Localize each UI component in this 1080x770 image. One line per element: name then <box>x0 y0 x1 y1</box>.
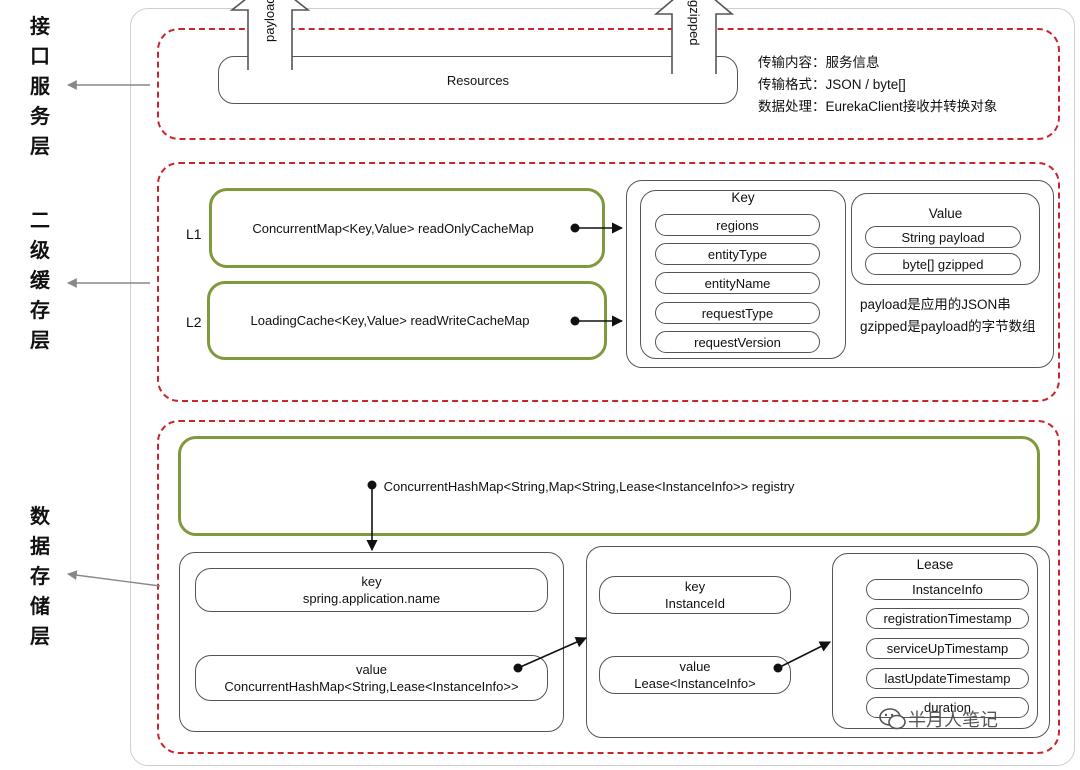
value-field-label: String payload <box>901 229 985 245</box>
lease-field: InstanceInfo <box>866 579 1029 600</box>
inner-value-type: Lease<InstanceInfo> <box>634 676 756 691</box>
inner-key-value: InstanceId <box>665 596 725 611</box>
lease-field-label: lastUpdateTimestamp <box>884 671 1011 686</box>
registry-map: ConcurrentHashMap<String,Map<String,Leas… <box>178 436 1040 536</box>
lease-title: Lease <box>916 557 954 572</box>
value-notes: payload是应用的JSON串 gzipped是payload的字节数组 <box>860 294 1036 338</box>
transport-note: 传输格式：JSON / byte[] <box>758 77 906 92</box>
lease-field-label: registrationTimestamp <box>883 611 1012 626</box>
lease-field-label: serviceUpTimestamp <box>886 641 1009 656</box>
gzipped-arrow <box>653 0 735 74</box>
key-field-label: requestType <box>701 305 774 321</box>
registry-map-label: ConcurrentHashMap<String,Map<String,Leas… <box>383 478 795 494</box>
l1-label: L1 <box>186 226 202 242</box>
transport-notes: 传输内容：服务信息 传输格式：JSON / byte[] 数据处理：Eureka… <box>758 52 997 118</box>
watermark: 半月人笔记 <box>878 706 998 732</box>
readonly-cache-map-label: ConcurrentMap<Key,Value> readOnlyCacheMa… <box>252 220 534 236</box>
inner-key-label: key <box>684 579 706 594</box>
storage-pointer <box>67 570 161 587</box>
key-field-label: regions <box>716 217 759 233</box>
key-field: requestType <box>655 302 820 324</box>
outer-key-label: key <box>361 574 382 589</box>
payload-arrow <box>229 0 311 70</box>
gzipped-arrow-label: gzipped <box>687 0 702 46</box>
outer-value-arrow <box>517 636 588 669</box>
layer-label-cache: 二级缓存层 <box>30 210 50 352</box>
lease-field: duration <box>866 697 1029 718</box>
lease-field-label: duration <box>924 700 971 715</box>
payload-arrow-label: payload <box>262 0 277 42</box>
value-field-label: byte[] gzipped <box>902 256 984 272</box>
watermark-text: 半月人笔记 <box>908 710 998 730</box>
diagram-frame <box>130 8 1075 766</box>
resources-label: Resources <box>446 72 510 88</box>
value-field: String payload <box>865 226 1021 248</box>
lease-field: registrationTimestamp <box>866 608 1029 629</box>
value-note: gzipped是payload的字节数组 <box>860 319 1036 334</box>
outer-key-box: key spring.application.name <box>195 568 548 612</box>
layer-label-interface: 接口服务层 <box>30 16 50 158</box>
outer-value-label: value <box>355 662 388 677</box>
lease-field-label: InstanceInfo <box>912 582 983 597</box>
cache-layer-region <box>157 162 1060 402</box>
key-field: entityName <box>655 272 820 294</box>
key-field: entityType <box>655 243 820 265</box>
key-field-label: entityType <box>707 246 768 262</box>
key-field-label: requestVersion <box>694 334 781 350</box>
readwrite-cache-map-label: LoadingCache<Key,Value> readWriteCacheMa… <box>250 313 530 328</box>
inner-value-arrow <box>777 641 832 669</box>
storage-layer-region <box>157 420 1060 754</box>
transport-note: 数据处理：EurekaClient接收并转换对象 <box>758 99 998 114</box>
readwrite-cache-map: LoadingCache<Key,Value> readWriteCacheMa… <box>207 281 607 360</box>
lease-field: serviceUpTimestamp <box>866 638 1029 659</box>
resources-box: Resources <box>218 56 738 104</box>
key-field-label: entityName <box>704 275 771 291</box>
l2-label: L2 <box>186 314 202 330</box>
transport-note: 传输内容：服务信息 <box>758 55 880 70</box>
outer-value-type: ConcurrentHashMap<String,Lease<InstanceI… <box>224 679 519 694</box>
lease-field: lastUpdateTimestamp <box>866 668 1029 689</box>
layer-label-storage: 数据存储层 <box>30 506 50 648</box>
readonly-cache-map: ConcurrentMap<Key,Value> readOnlyCacheMa… <box>209 188 605 268</box>
cache-value-title: Value <box>928 206 963 221</box>
key-field: requestVersion <box>655 331 820 353</box>
value-note: payload是应用的JSON串 <box>860 297 1011 312</box>
wechat-icon <box>879 708 906 730</box>
outer-key-value: spring.application.name <box>302 591 441 606</box>
interface-layer-region <box>157 28 1060 140</box>
cache-key-title: Key <box>731 190 755 205</box>
value-field: byte[] gzipped <box>865 253 1021 275</box>
key-field: regions <box>655 214 820 236</box>
inner-value-label: value <box>679 659 711 674</box>
